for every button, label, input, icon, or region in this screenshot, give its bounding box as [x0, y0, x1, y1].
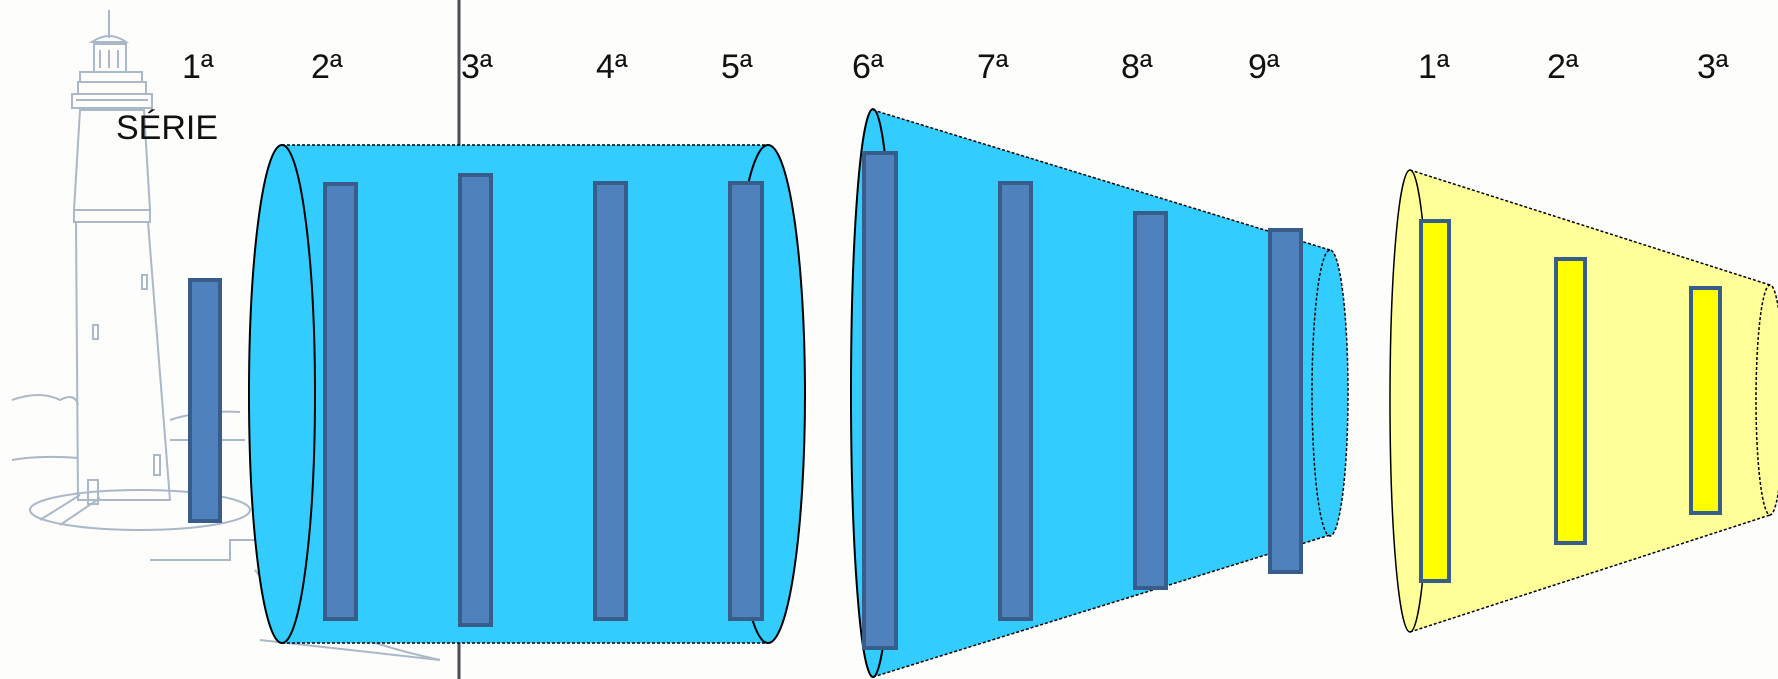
grade-label-8: 8ª	[1121, 48, 1153, 86]
bar-3	[458, 173, 493, 627]
bar-em-1	[1419, 219, 1451, 583]
bar-9	[1268, 228, 1303, 574]
bar-em-3	[1689, 286, 1722, 515]
bar-4	[593, 181, 628, 621]
grade-label-em-2: 2ª	[1547, 48, 1579, 86]
series-label: SÉRIE	[116, 109, 219, 147]
grade-label-7: 7ª	[977, 48, 1009, 86]
bar-5	[728, 181, 764, 621]
grade-label-9: 9ª	[1248, 48, 1280, 86]
grade-label-em-3: 3ª	[1697, 48, 1729, 86]
grade-label-3: 3ª	[461, 48, 493, 86]
cone-yellow-shape	[1389, 169, 1778, 633]
bars-yellow	[1419, 219, 1722, 583]
grade-label-6: 6ª	[852, 48, 884, 86]
grade-label-em-1: 1ª	[1418, 48, 1450, 86]
grade-label-5: 5ª	[721, 48, 753, 86]
bars-blue	[188, 151, 1303, 650]
bar-em-2	[1554, 257, 1587, 545]
bar-1	[188, 278, 222, 523]
grade-label-1: 1ª	[182, 48, 214, 86]
bar-8	[1133, 211, 1168, 590]
bar-6	[862, 151, 898, 650]
grade-label-2: 2ª	[311, 48, 343, 86]
bar-2	[323, 182, 358, 621]
bar-7	[998, 181, 1033, 621]
grade-label-4: 4ª	[596, 48, 628, 86]
